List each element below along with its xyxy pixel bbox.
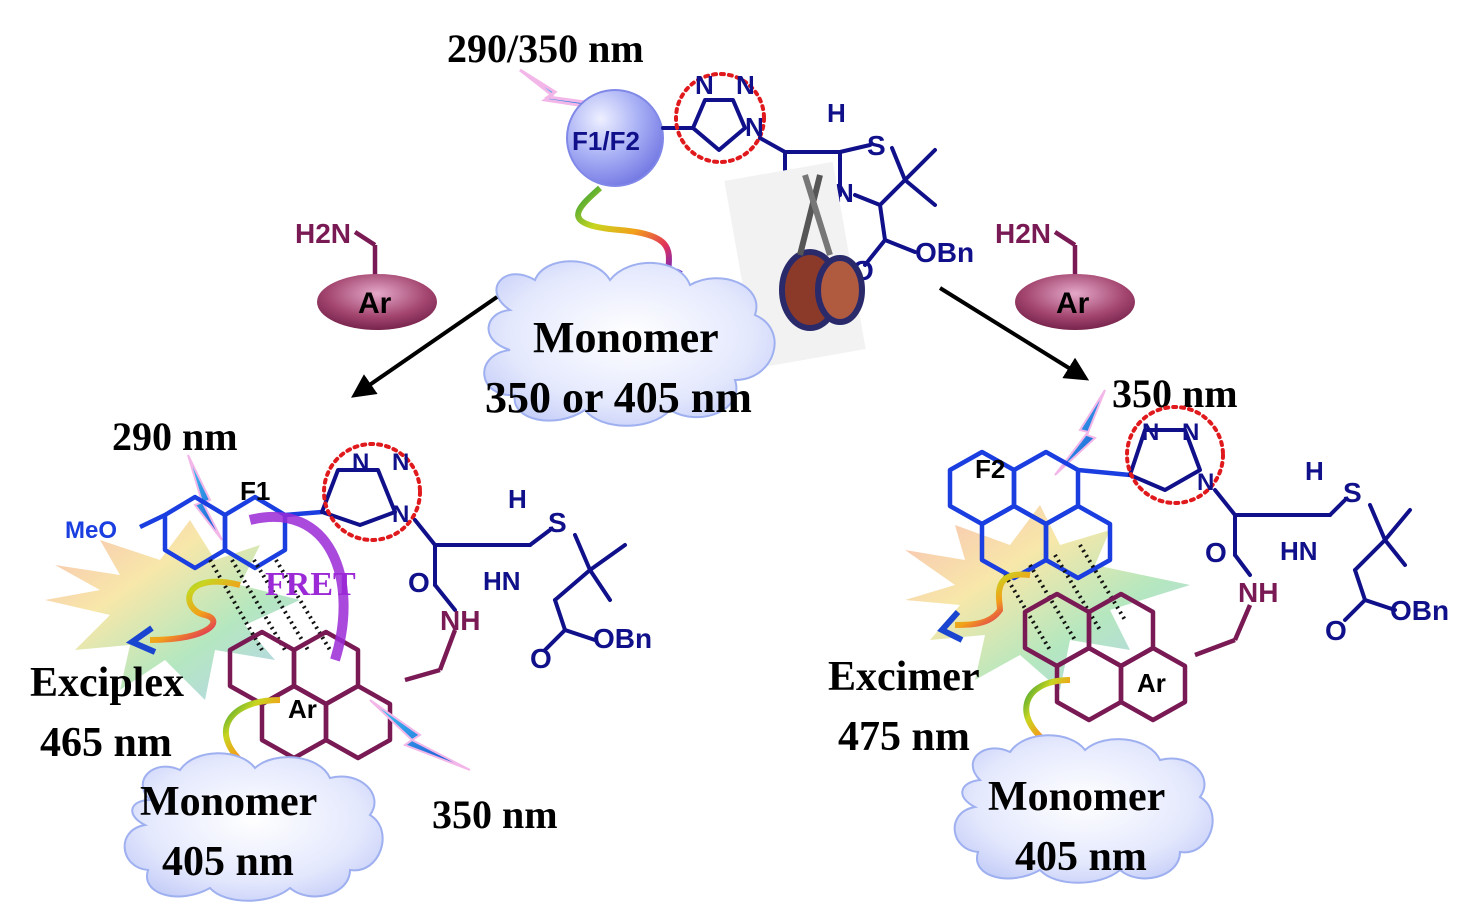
left-monomer-wavelength: 405 nm — [162, 839, 294, 885]
right-monomer-label: Monomer — [988, 774, 1165, 820]
right-monomer-cloud — [953, 734, 1214, 884]
top-monomer-wavelength: 350 or 405 nm — [485, 373, 752, 422]
exciplex-label: Exciplex — [30, 660, 184, 706]
left-amine-reagent: H2N Ar — [295, 218, 437, 330]
left-bottom-bolt — [369, 699, 471, 771]
svg-text:H2N: H2N — [995, 218, 1051, 249]
top-rainbow-arrow — [575, 185, 672, 279]
svg-text:S: S — [1343, 477, 1362, 508]
svg-text:N: N — [695, 70, 714, 100]
svg-text:HN: HN — [483, 566, 521, 596]
left-top-excitation: 290 nm — [112, 414, 238, 459]
svg-text:F1: F1 — [240, 476, 270, 506]
svg-text:H: H — [1305, 456, 1324, 486]
svg-text:H: H — [827, 98, 846, 128]
svg-text:N: N — [352, 449, 369, 476]
svg-text:Ar: Ar — [288, 694, 317, 724]
left-backbone: H S HN O NH O OBn — [404, 484, 652, 683]
right-reaction-arrow — [938, 286, 1090, 381]
svg-text:S: S — [548, 507, 567, 538]
svg-text:HN: HN — [1280, 536, 1318, 566]
svg-text:OBn: OBn — [593, 623, 652, 654]
svg-text:N: N — [1197, 469, 1214, 496]
svg-text:O: O — [1325, 615, 1347, 646]
excimer-wavelength: 475 nm — [838, 714, 970, 760]
svg-text:OBn: OBn — [915, 237, 974, 268]
svg-text:N: N — [1142, 419, 1159, 446]
svg-text:H2N: H2N — [295, 218, 351, 249]
svg-text:H: H — [508, 484, 527, 514]
left-monomer-label: Monomer — [140, 779, 317, 825]
svg-text:F2: F2 — [975, 454, 1005, 484]
right-pyrene-ar: Ar — [1022, 591, 1188, 723]
right-pyrene-f2: F2 — [947, 449, 1131, 581]
svg-text:N: N — [745, 112, 764, 142]
svg-text:N: N — [736, 70, 755, 100]
left-naphthalene: MeO F1 — [65, 476, 323, 571]
left-reaction-arrow — [351, 295, 499, 398]
svg-text:NH: NH — [1238, 577, 1278, 608]
exciplex-wavelength: 465 nm — [40, 720, 172, 766]
right-monomer-wavelength: 405 nm — [1015, 834, 1147, 880]
right-backbone: H S HN O NH O OBn — [1194, 456, 1449, 658]
svg-text:N: N — [1182, 419, 1199, 446]
right-triazole: N N N — [1125, 405, 1225, 505]
svg-text:Ar: Ar — [1056, 287, 1090, 320]
fret-arrow — [248, 511, 349, 662]
svg-text:S: S — [867, 130, 886, 161]
right-amine-reagent: H2N Ar — [995, 218, 1135, 330]
left-bottom-excitation: 350 nm — [432, 792, 558, 837]
left-pyrene: Ar — [227, 629, 393, 761]
right-excitation: 350 nm — [1112, 371, 1238, 416]
top-excitation-label: 290/350 nm — [447, 26, 644, 71]
top-monomer-cloud — [483, 260, 776, 427]
svg-text:N: N — [392, 449, 409, 476]
left-triazole: N N N — [320, 442, 422, 542]
right-bolt — [1054, 389, 1106, 476]
left-monomer-arrow — [222, 697, 281, 763]
svg-text:N: N — [392, 501, 409, 528]
top-monomer-label: Monomer — [533, 313, 719, 362]
svg-text:O: O — [408, 567, 430, 598]
svg-text:Ar: Ar — [358, 287, 392, 320]
excimer-label: Excimer — [828, 654, 980, 700]
left-monomer-cloud — [123, 752, 384, 902]
left-exciplex-arrow — [149, 578, 241, 643]
top-triazole: N N N — [661, 70, 766, 164]
right-excimer-arrow — [954, 571, 1031, 628]
svg-text:O: O — [530, 643, 552, 674]
svg-text:MeO: MeO — [65, 517, 117, 544]
svg-text:NH: NH — [440, 605, 480, 636]
fluorophore-sphere — [566, 89, 664, 187]
svg-text:N: N — [835, 178, 854, 208]
fluorophore-label: F1/F2 — [572, 126, 640, 156]
svg-text:Ar: Ar — [1137, 668, 1166, 698]
svg-text:OBn: OBn — [1390, 595, 1449, 626]
svg-text:O: O — [1205, 537, 1227, 568]
